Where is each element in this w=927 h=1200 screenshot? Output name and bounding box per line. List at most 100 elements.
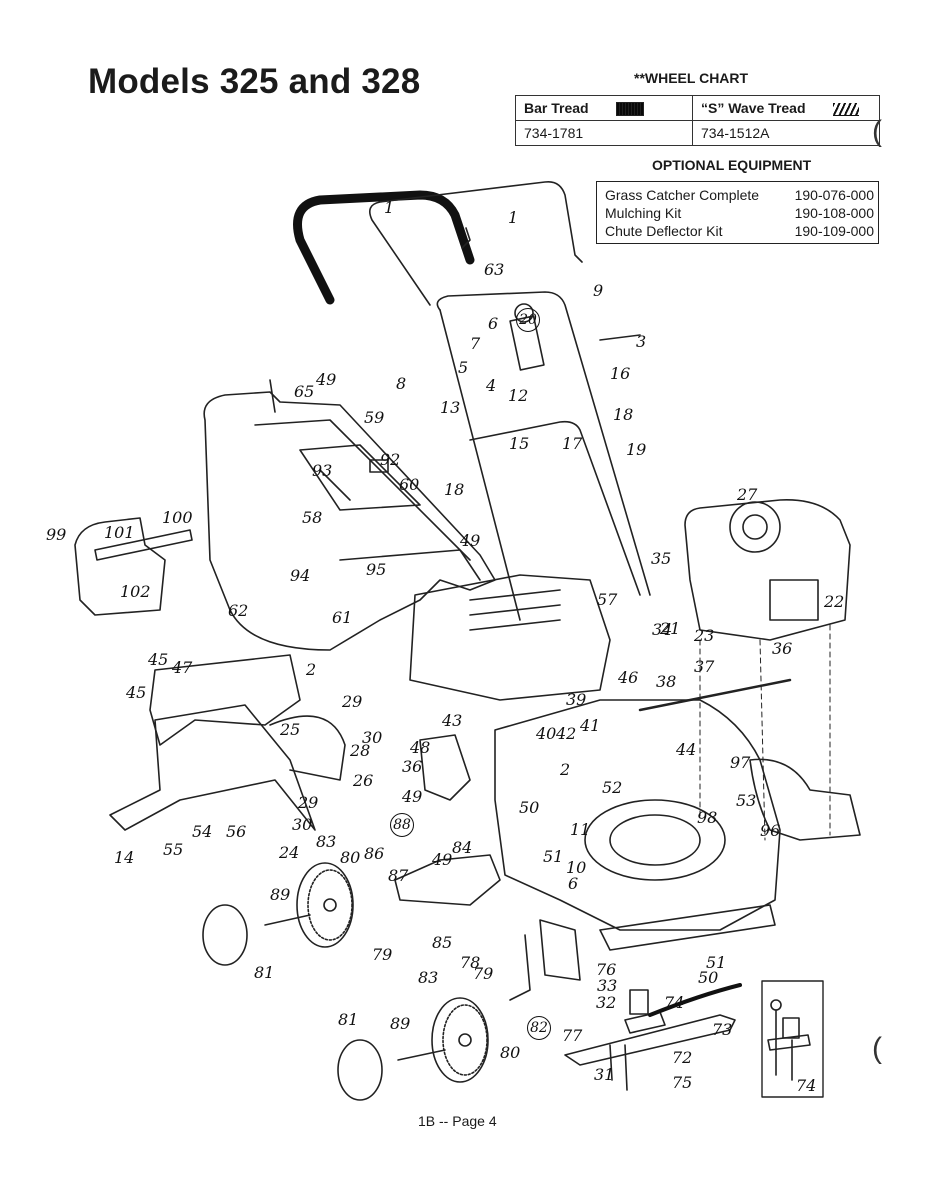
callout-part-ref: 34 bbox=[652, 620, 673, 639]
wheel-chart-part-number: 734-1512A bbox=[692, 120, 880, 146]
callout-part-ref: 6 bbox=[568, 874, 579, 893]
equipment-part-number: 190-076-000 bbox=[794, 187, 874, 203]
callout-part-ref: 19 bbox=[626, 440, 647, 459]
mower-deck-part bbox=[494, 699, 781, 931]
front-height-bracket-part bbox=[419, 734, 471, 801]
callout-part-ref: 49 bbox=[316, 370, 337, 389]
wheel-chart-label: Bar Tread bbox=[524, 99, 589, 116]
callout-part-ref: 96 bbox=[760, 821, 781, 840]
callout-part-ref: 93 bbox=[312, 461, 333, 480]
callout-part-ref: 23 bbox=[694, 626, 715, 645]
callout-part-ref: 95 bbox=[366, 560, 387, 579]
callout-part-ref: 36 bbox=[772, 639, 793, 658]
callout-part-ref: 45 bbox=[148, 650, 169, 669]
callout-part-ref: 17 bbox=[562, 434, 583, 453]
callout-part-ref: 37 bbox=[694, 657, 715, 676]
binder-hole-mark: ( bbox=[872, 1032, 882, 1065]
callout-part-ref: 83 bbox=[418, 968, 439, 987]
wheel-chart-table: Bar Tread “S” Wave Tread 734-1781 734-15… bbox=[515, 95, 880, 146]
callout-part-ref: 77 bbox=[562, 1026, 583, 1045]
callout-part-ref: 54 bbox=[192, 822, 213, 841]
callout-part-ref: 84 bbox=[452, 838, 473, 857]
callout-part-ref: 50 bbox=[519, 798, 540, 817]
wheel-chart-label: “S” Wave Tread bbox=[701, 100, 806, 116]
callout-part-ref: 32 bbox=[596, 993, 617, 1012]
lower-handle-part bbox=[436, 291, 651, 596]
callout-part-ref: 79 bbox=[372, 945, 393, 964]
callout-part-ref: 49 bbox=[460, 531, 481, 550]
blade-adapter-part bbox=[624, 1011, 666, 1034]
callout-part-ref: 18 bbox=[444, 480, 465, 499]
callout-part-ref: 42 bbox=[556, 724, 577, 743]
wheel-chart-heading: **WHEEL CHART bbox=[634, 70, 749, 86]
rear-baffle-part bbox=[149, 654, 301, 746]
callout-part-ref: 85 bbox=[432, 933, 453, 952]
callout-part-ref: 61 bbox=[332, 608, 353, 627]
page-footer: 1B -- Page 4 bbox=[418, 1113, 497, 1129]
callout-part-ref: 58 bbox=[302, 508, 323, 527]
callout-part-ref: 15 bbox=[509, 434, 530, 453]
wave-tread-swatch-icon bbox=[833, 102, 860, 116]
hubcap-part bbox=[202, 904, 248, 966]
bar-tread-swatch-icon bbox=[616, 102, 645, 117]
callout-part-ref: 65 bbox=[294, 382, 315, 401]
callout-part-ref: 89 bbox=[390, 1014, 411, 1033]
callout-part-ref: 14 bbox=[114, 848, 135, 867]
page-title: Models 325 and 328 bbox=[88, 62, 421, 101]
callout-part-ref: 62 bbox=[228, 601, 249, 620]
callout-part-ref: 28 bbox=[350, 741, 371, 760]
callout-part-ref: 79 bbox=[473, 964, 494, 983]
callout-part-ref: 75 bbox=[672, 1073, 693, 1092]
equipment-name: Grass Catcher Complete bbox=[605, 187, 760, 203]
mulching-door-part bbox=[74, 517, 166, 616]
callout-part-ref: 74 bbox=[796, 1076, 817, 1095]
callout-part-ref: 101 bbox=[104, 523, 135, 542]
adjuster-lever-part bbox=[509, 934, 531, 1001]
rear-deflector-part bbox=[409, 574, 611, 701]
equipment-part-number: 190-108-000 bbox=[794, 205, 874, 221]
callout-part-ref: 3 bbox=[636, 332, 647, 351]
callout-part-ref: 51 bbox=[543, 847, 564, 866]
throttle-cable-part bbox=[638, 678, 792, 712]
wheel-chart-part-row: 734-1781 734-1512A bbox=[515, 120, 880, 146]
grass-catcher-part bbox=[203, 391, 496, 651]
wheel-part bbox=[296, 862, 354, 948]
callout-part-ref: 50 bbox=[698, 968, 719, 987]
callout-circled-part-ref: 88 bbox=[390, 813, 414, 837]
callout-part-ref: 98 bbox=[697, 808, 718, 827]
callout-part-ref: 73 bbox=[712, 1020, 733, 1039]
callout-part-ref: 52 bbox=[602, 778, 623, 797]
callout-part-ref: 100 bbox=[162, 508, 193, 527]
callout-part-ref: 49 bbox=[432, 850, 453, 869]
wheel-part bbox=[431, 997, 489, 1083]
callout-part-ref: 16 bbox=[610, 364, 631, 383]
callout-part-ref: 47 bbox=[172, 658, 193, 677]
callout-part-ref: 2 bbox=[306, 660, 317, 679]
callout-part-ref: 30 bbox=[362, 728, 383, 747]
callout-part-ref: 29 bbox=[342, 692, 363, 711]
optional-equipment-heading: OPTIONAL EQUIPMENT bbox=[652, 157, 812, 173]
callout-part-ref: 24 bbox=[279, 843, 300, 862]
callout-part-ref: 59 bbox=[364, 408, 385, 427]
callout-part-ref: 36 bbox=[402, 757, 423, 776]
callout-part-ref: 22 bbox=[824, 592, 845, 611]
callout-part-ref: 55 bbox=[163, 840, 184, 859]
callout-part-ref: 56 bbox=[226, 822, 247, 841]
callout-part-ref: 7 bbox=[470, 334, 481, 353]
callout-part-ref: 60 bbox=[399, 475, 420, 494]
callout-part-ref: 33 bbox=[597, 976, 618, 995]
optional-equipment-row: Mulching Kit 190-108-000 bbox=[597, 204, 879, 222]
callout-part-ref: 74 bbox=[664, 993, 685, 1012]
callout-part-ref: 11 bbox=[570, 820, 591, 839]
callout-part-ref: 49 bbox=[402, 787, 423, 806]
callout-part-ref: 13 bbox=[440, 398, 461, 417]
callout-part-ref: 38 bbox=[656, 672, 677, 691]
callout-part-ref: 6 bbox=[488, 314, 499, 333]
callout-part-ref: 43 bbox=[442, 711, 463, 730]
callout-part-ref: 1 bbox=[508, 208, 519, 227]
callout-part-ref: 97 bbox=[730, 753, 751, 772]
callout-part-ref: 35 bbox=[651, 549, 672, 568]
discharge-chute-part bbox=[749, 758, 861, 841]
callout-part-ref: 31 bbox=[594, 1065, 615, 1084]
callout-part-ref: 57 bbox=[597, 590, 618, 609]
